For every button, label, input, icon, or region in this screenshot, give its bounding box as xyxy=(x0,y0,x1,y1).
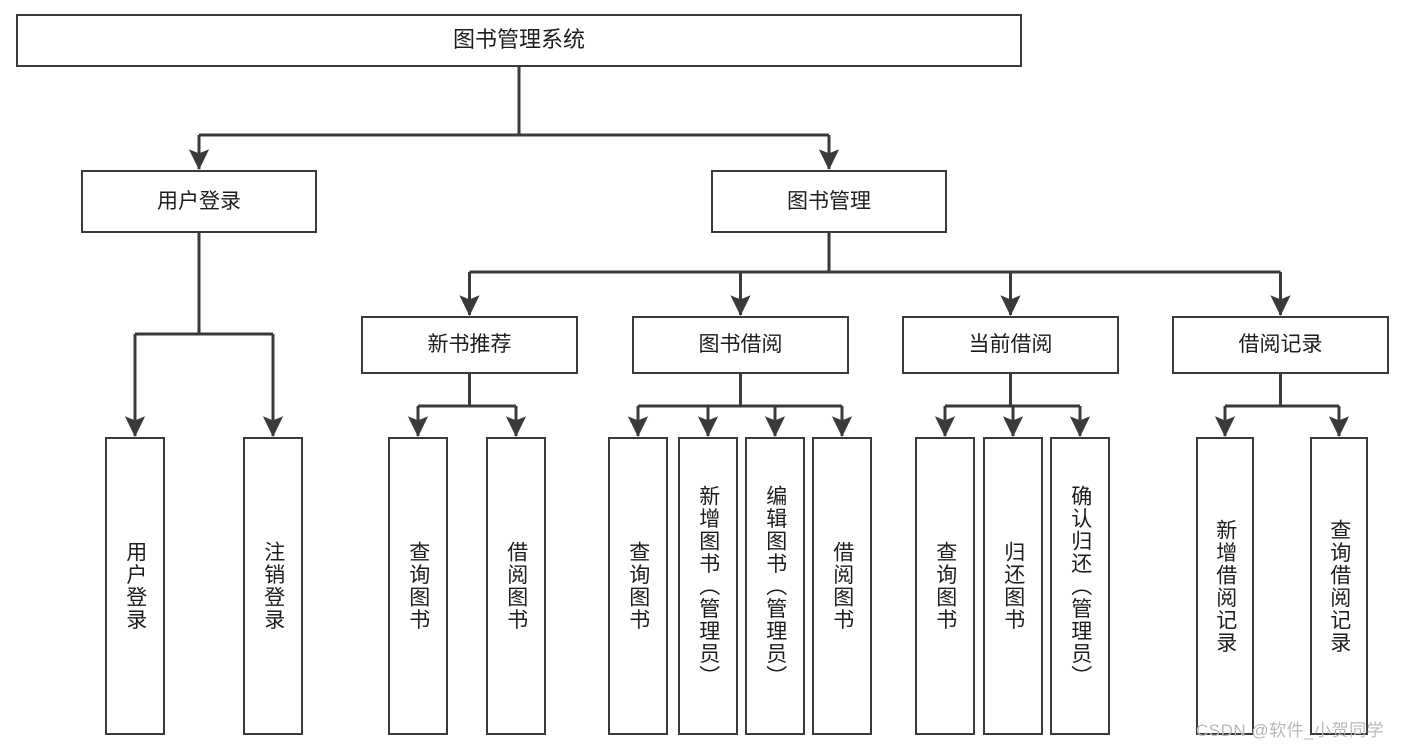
node-label-new-book-recommend: 新书推荐 xyxy=(427,333,512,357)
node-label-leaf-borrow-query: 查询图书 xyxy=(626,541,650,631)
node-label-user-login: 用户登录 xyxy=(157,189,241,213)
node-current-borrow[interactable]: 当前借阅 xyxy=(902,316,1119,374)
node-label-leaf-record-query: 查询借阅记录 xyxy=(1327,518,1351,654)
node-label-leaf-current-return: 归还图书 xyxy=(1001,541,1025,631)
node-label-leaf-recommend-borrow: 借阅图书 xyxy=(504,541,528,631)
node-user-login[interactable]: 用户登录 xyxy=(81,170,317,233)
node-leaf-current-confirm[interactable]: 确认归还（管理员） xyxy=(1050,437,1110,735)
node-label-leaf-user-logout: 注销登录 xyxy=(261,541,285,631)
node-leaf-recommend-query[interactable]: 查询图书 xyxy=(388,437,448,735)
node-label-current-borrow: 当前借阅 xyxy=(968,333,1053,357)
node-label-leaf-recommend-query: 查询图书 xyxy=(406,541,430,631)
node-leaf-current-return[interactable]: 归还图书 xyxy=(983,437,1043,735)
node-leaf-recommend-borrow[interactable]: 借阅图书 xyxy=(486,437,546,735)
node-leaf-record-add[interactable]: 新增借阅记录 xyxy=(1196,437,1254,735)
node-label-leaf-current-query: 查询图书 xyxy=(933,541,957,631)
node-label-borrow-record: 借阅记录 xyxy=(1238,333,1323,357)
node-leaf-borrow-edit[interactable]: 编辑图书（管理员） xyxy=(745,437,805,735)
node-label-leaf-record-add: 新增借阅记录 xyxy=(1213,518,1237,654)
node-borrow-record[interactable]: 借阅记录 xyxy=(1172,316,1389,374)
node-label-leaf-borrow-edit: 编辑图书（管理员） xyxy=(763,484,787,688)
node-leaf-current-query[interactable]: 查询图书 xyxy=(915,437,975,735)
node-new-book-recommend[interactable]: 新书推荐 xyxy=(361,316,578,374)
node-leaf-user-login[interactable]: 用户登录 xyxy=(105,437,165,735)
node-book-borrow[interactable]: 图书借阅 xyxy=(632,316,849,374)
node-label-book-borrow: 图书借阅 xyxy=(698,333,783,357)
node-leaf-borrow-add[interactable]: 新增图书（管理员） xyxy=(678,437,738,735)
node-leaf-borrow-query[interactable]: 查询图书 xyxy=(608,437,668,735)
node-leaf-borrow-lend[interactable]: 借阅图书 xyxy=(812,437,872,735)
node-book-manage[interactable]: 图书管理 xyxy=(711,170,947,233)
node-label-leaf-borrow-add: 新增图书（管理员） xyxy=(696,484,720,688)
node-label-leaf-user-login: 用户登录 xyxy=(123,541,147,631)
node-root[interactable]: 图书管理系统 xyxy=(16,14,1022,67)
node-label-root: 图书管理系统 xyxy=(452,27,585,53)
node-label-leaf-borrow-lend: 借阅图书 xyxy=(830,541,854,631)
node-label-book-manage: 图书管理 xyxy=(787,189,871,213)
node-leaf-record-query[interactable]: 查询借阅记录 xyxy=(1310,437,1368,735)
node-label-leaf-current-confirm: 确认归还（管理员） xyxy=(1068,484,1092,688)
node-leaf-user-logout[interactable]: 注销登录 xyxy=(243,437,303,735)
